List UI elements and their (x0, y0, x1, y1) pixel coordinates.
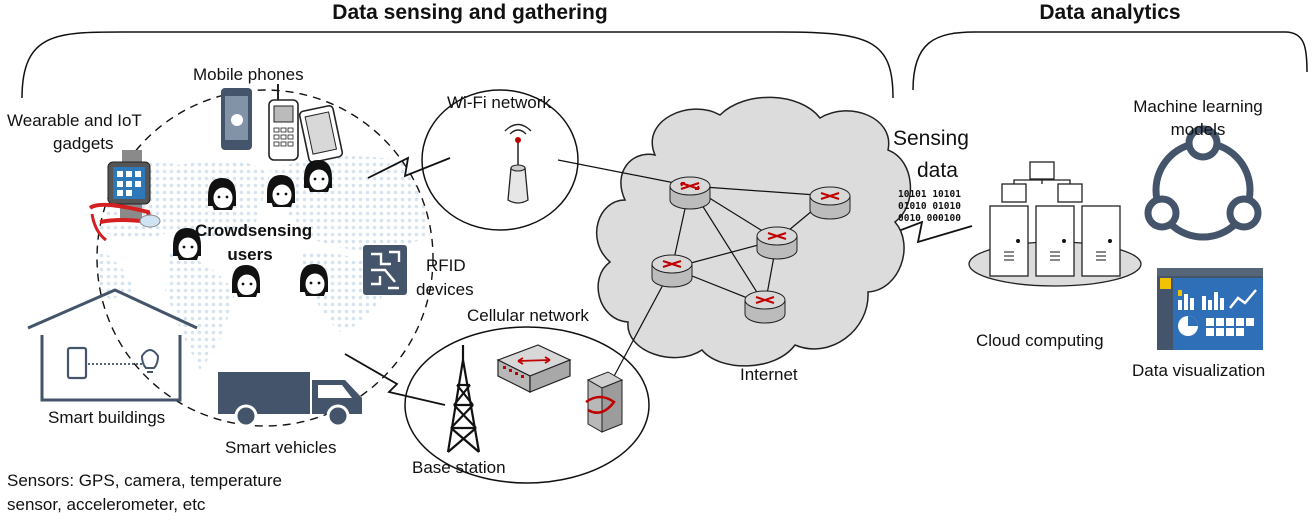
user-icon (300, 264, 328, 296)
cellular-network-ellipse (404, 326, 650, 484)
tablet-icon (298, 104, 344, 164)
server-icon (989, 205, 1029, 277)
internet-label: Internet (740, 365, 798, 384)
router-icon (756, 226, 798, 260)
user-icon (232, 265, 260, 297)
sensing-section-brace (21, 31, 894, 99)
cellular-link (344, 353, 446, 406)
analytics-section-brace (912, 31, 1308, 91)
ml-models-label-line1: Machine learning (1133, 97, 1263, 116)
smart-vehicle-icon (218, 372, 362, 428)
cloud-computing-icon (968, 161, 1142, 287)
server-icon (1035, 205, 1075, 277)
user-icon (208, 178, 236, 210)
smart-glasses-icon (88, 202, 161, 242)
mobile-phones-label: Mobile phones (193, 65, 304, 84)
sensors-label-line2: sensor, accelerometer, etc (7, 495, 206, 514)
base-station-label: Base station (412, 458, 506, 477)
binary-data-line3: 0010 000100 (898, 213, 961, 224)
user-icon (173, 228, 201, 260)
router-icon (809, 186, 851, 220)
wifi-network-label: Wi-Fi network (447, 93, 551, 112)
rfid-chip-icon (363, 245, 407, 295)
ml-models-label-line2: models (1170, 120, 1226, 139)
cloud-computing-label: Cloud computing (976, 331, 1104, 350)
cell-tower-icon (446, 345, 481, 453)
rfid-label-line2: devices (416, 280, 474, 299)
internet-cloud (595, 96, 912, 367)
crowdsensing-label-line1: Crowdsensing (195, 221, 313, 240)
cellular-network-label: Cellular network (467, 306, 589, 325)
dashboard-icon (1157, 268, 1263, 350)
machine-learning-cycle-icon (1144, 125, 1262, 241)
router-icon (669, 176, 711, 210)
smart-house-icon (27, 288, 198, 402)
sensors-label-line1: Sensors: GPS, camera, temperature (7, 471, 282, 490)
wifi-access-point-icon (504, 123, 532, 204)
network-switch-icon (496, 344, 572, 393)
gateway-server-icon (585, 371, 624, 433)
routers (651, 176, 851, 324)
section-title-analytics: Data analytics (1039, 1, 1181, 24)
smart-buildings-label: Smart buildings (48, 408, 166, 427)
binary-data-line2: 01010 01010 (898, 201, 961, 212)
sensing-data-label-line2: data (917, 159, 958, 182)
wifi-network-ellipse (421, 89, 579, 231)
wearable-label-line2: gadgets (53, 134, 114, 153)
rfid-label-line1: RFID (426, 256, 466, 275)
smartphone-icon (221, 88, 252, 150)
smart-vehicles-label: Smart vehicles (225, 438, 337, 457)
section-title-sensing: Data sensing and gathering (332, 1, 608, 24)
sensing-data-label-line1: Sensing (893, 127, 969, 150)
crowdsensing-area (96, 89, 434, 427)
router-icon (744, 290, 786, 324)
wifi-link (367, 156, 451, 179)
crowdsensing-label-line2: users (227, 245, 273, 264)
feature-phone-icon (268, 84, 299, 161)
data-visualization-label: Data visualization (1132, 361, 1266, 380)
router-icon (651, 254, 693, 288)
server-icon (1081, 205, 1121, 277)
user-icon (304, 160, 332, 192)
crowdsensing-user-icons (173, 160, 332, 297)
binary-data-line1: 10101 10101 (898, 189, 961, 200)
user-icon (267, 175, 295, 207)
wearable-label-line1: Wearable and IoT (7, 111, 142, 130)
